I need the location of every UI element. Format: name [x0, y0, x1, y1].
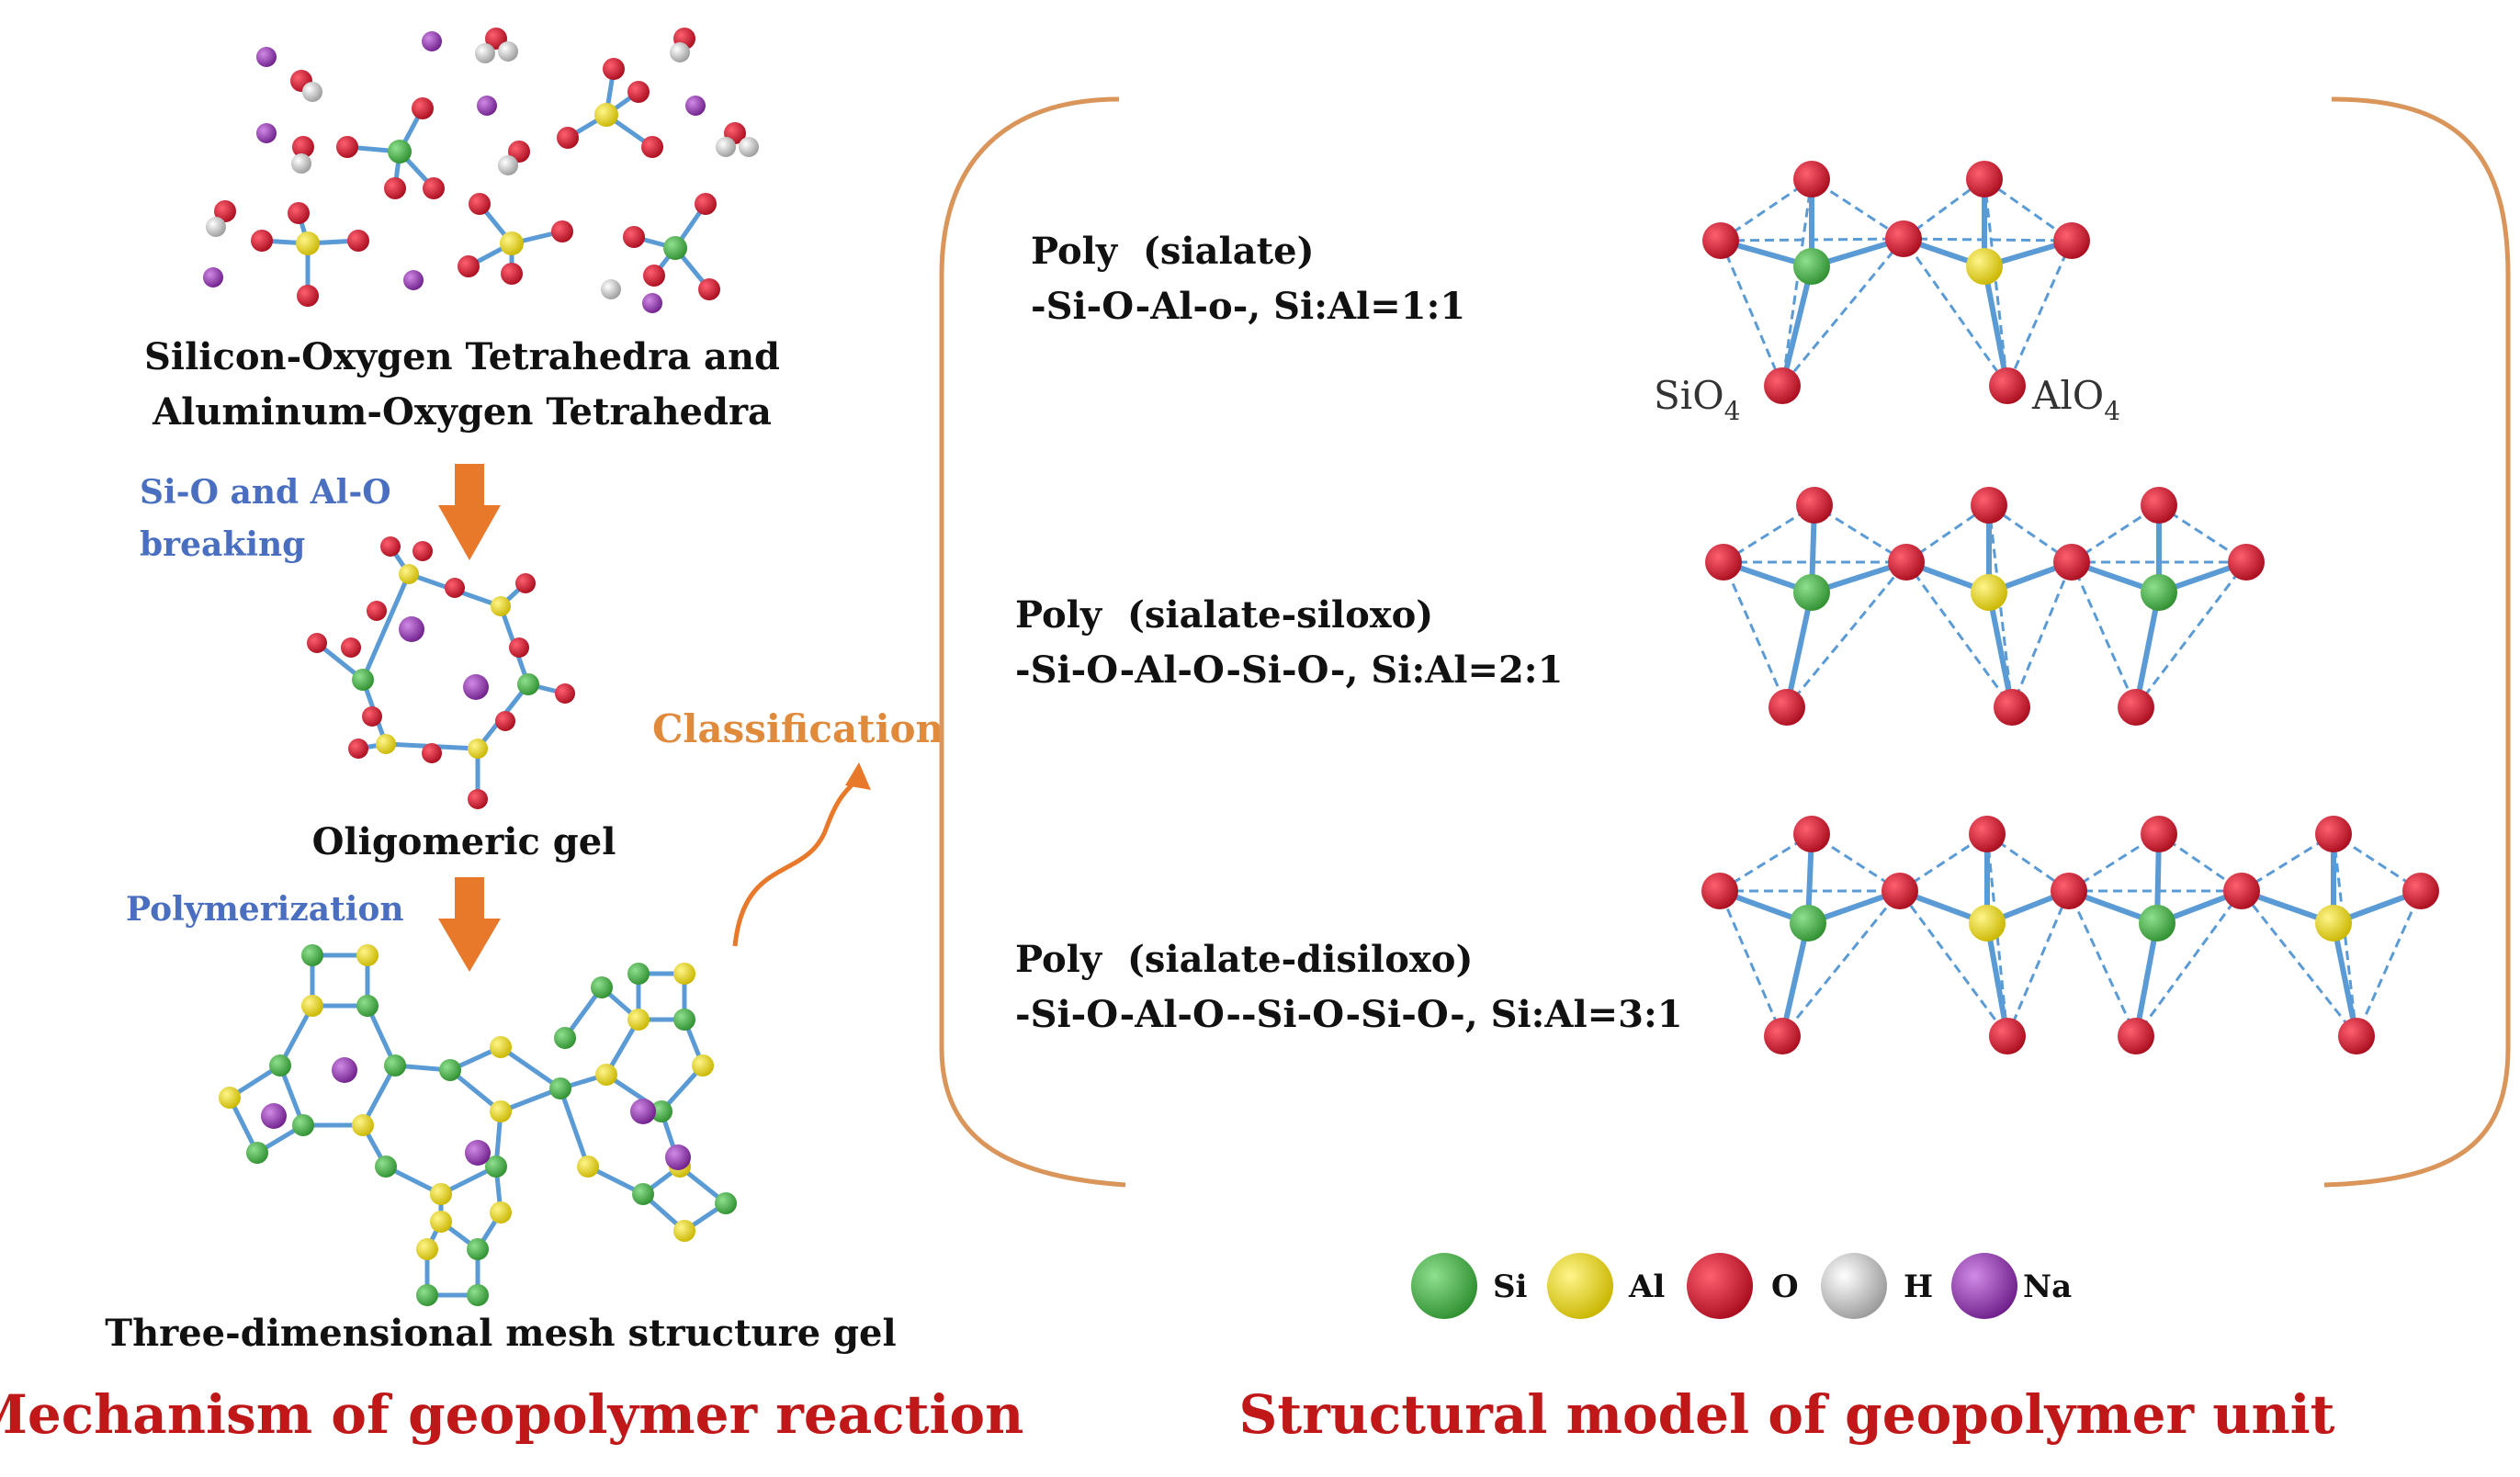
alo4-label: AlO4 [2031, 373, 2120, 426]
sialate-model [1702, 161, 2090, 404]
tetrahedra-atoms [203, 28, 759, 313]
row-2-name: Poly (sialate-siloxo) [1015, 593, 1433, 637]
row-2-formula: -Si-O-Al-O-Si-O-, Si:Al=2:1 [1015, 648, 1563, 692]
row-1-formula: -Si-O-Al-o-, Si:Al=1:1 [1031, 285, 1465, 328]
row-1-name: Poly (sialate) [1031, 230, 1315, 273]
row-3-name: Poly (sialate-disiloxo) [1015, 938, 1473, 981]
legend-na: Na [1951, 1253, 2072, 1319]
legend-h-label: H [1904, 1268, 1933, 1305]
mesh-structure [219, 944, 737, 1306]
tetra-label-2: Aluminum-Oxygen Tetrahedra [152, 390, 772, 434]
sialate-disiloxo-model [1701, 816, 2439, 1054]
legend-o-label: O [1771, 1268, 1799, 1305]
right-caption: Structural model of geopolymer unit [1239, 1383, 2335, 1446]
oligomer-label: Oligomeric gel [312, 820, 616, 863]
legend-al: Al [1547, 1253, 1665, 1319]
classification-label: Classification [652, 706, 944, 751]
break-label-2: breaking [140, 525, 305, 564]
legend-h: H [1821, 1253, 1933, 1319]
sialate-siloxo-model [1705, 487, 2265, 726]
atom-legend: Si Al O H Na [1411, 1253, 2072, 1319]
tetra-label-1: Silicon-Oxygen Tetrahedra and [144, 335, 780, 378]
sio4-label: SiO4 [1654, 373, 1740, 426]
break-label-1: Si-O and Al-O [140, 473, 391, 512]
left-bracket [939, 96, 1126, 1188]
legend-al-label: Al [1628, 1268, 1665, 1305]
classification-arrow [732, 762, 871, 947]
right-bracket [2323, 96, 2511, 1188]
row-3-formula: -Si-O-Al-O--Si-O-Si-O-, Si:Al=3:1 [1015, 993, 1683, 1036]
down-arrow-1 [438, 464, 501, 560]
mesh-label: Three-dimensional mesh structure gel [105, 1312, 896, 1355]
down-arrow-2 [438, 877, 501, 972]
left-caption: Mechanism of geopolymer reaction [0, 1383, 1023, 1446]
oligomer-ring [307, 536, 575, 809]
legend-si-label: Si [1493, 1268, 1528, 1305]
legend-na-label: Na [2023, 1268, 2072, 1305]
legend-si: Si [1411, 1253, 1528, 1319]
legend-o: O [1687, 1253, 1799, 1319]
poly-label: Polymerization [126, 890, 404, 929]
